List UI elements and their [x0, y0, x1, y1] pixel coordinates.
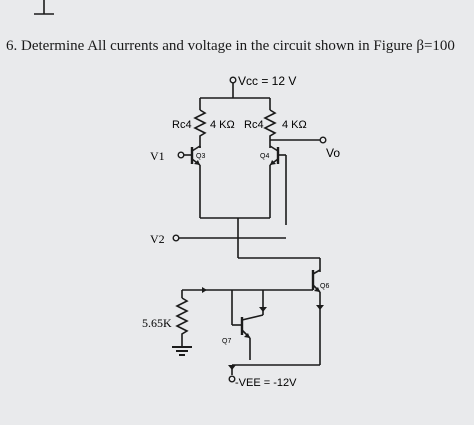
rc4-left-label: Rc4 [172, 119, 192, 131]
bias-resistor-label: 5.65K [142, 316, 172, 330]
vo-output-wire [270, 136, 327, 144]
vcc-label: Vcc = 12 V [238, 74, 296, 88]
q4-label: Q4 [260, 153, 269, 160]
ground-icon [172, 345, 192, 356]
question-text: 6. Determine All currents and voltage in… [6, 38, 455, 54]
q6-label: Q6 [320, 283, 329, 290]
rc4-right-resistor [263, 109, 277, 148]
v2-label: V2 [150, 232, 165, 246]
q7-transistor-icon [232, 314, 264, 360]
q7-label: Q7 [222, 338, 231, 345]
rc4-right-value: 4 KΩ [282, 119, 307, 131]
q3-transistor-icon [184, 145, 201, 218]
rc4-right-label: Rc4 [244, 119, 264, 131]
crop-mark-icon [34, 0, 54, 15]
bias-line-wire [181, 287, 313, 325]
v2-input-wire [172, 234, 286, 242]
q3-label: Q3 [196, 153, 205, 160]
rc4-left-value: 4 KΩ [210, 119, 235, 131]
bias-resistor [175, 297, 189, 345]
rc4-left-resistor [193, 109, 207, 148]
vee-rail-wire [228, 364, 320, 383]
q6-transistor-icon [311, 268, 324, 365]
vcc-node [199, 76, 271, 110]
vo-label: Vo [326, 146, 340, 160]
v1-terminal [177, 151, 185, 159]
emitter-tie-wire [200, 217, 321, 268]
vee-label: -VEE = -12V [235, 377, 297, 389]
q4-transistor-icon [269, 145, 287, 225]
v1-label: V1 [150, 149, 165, 163]
